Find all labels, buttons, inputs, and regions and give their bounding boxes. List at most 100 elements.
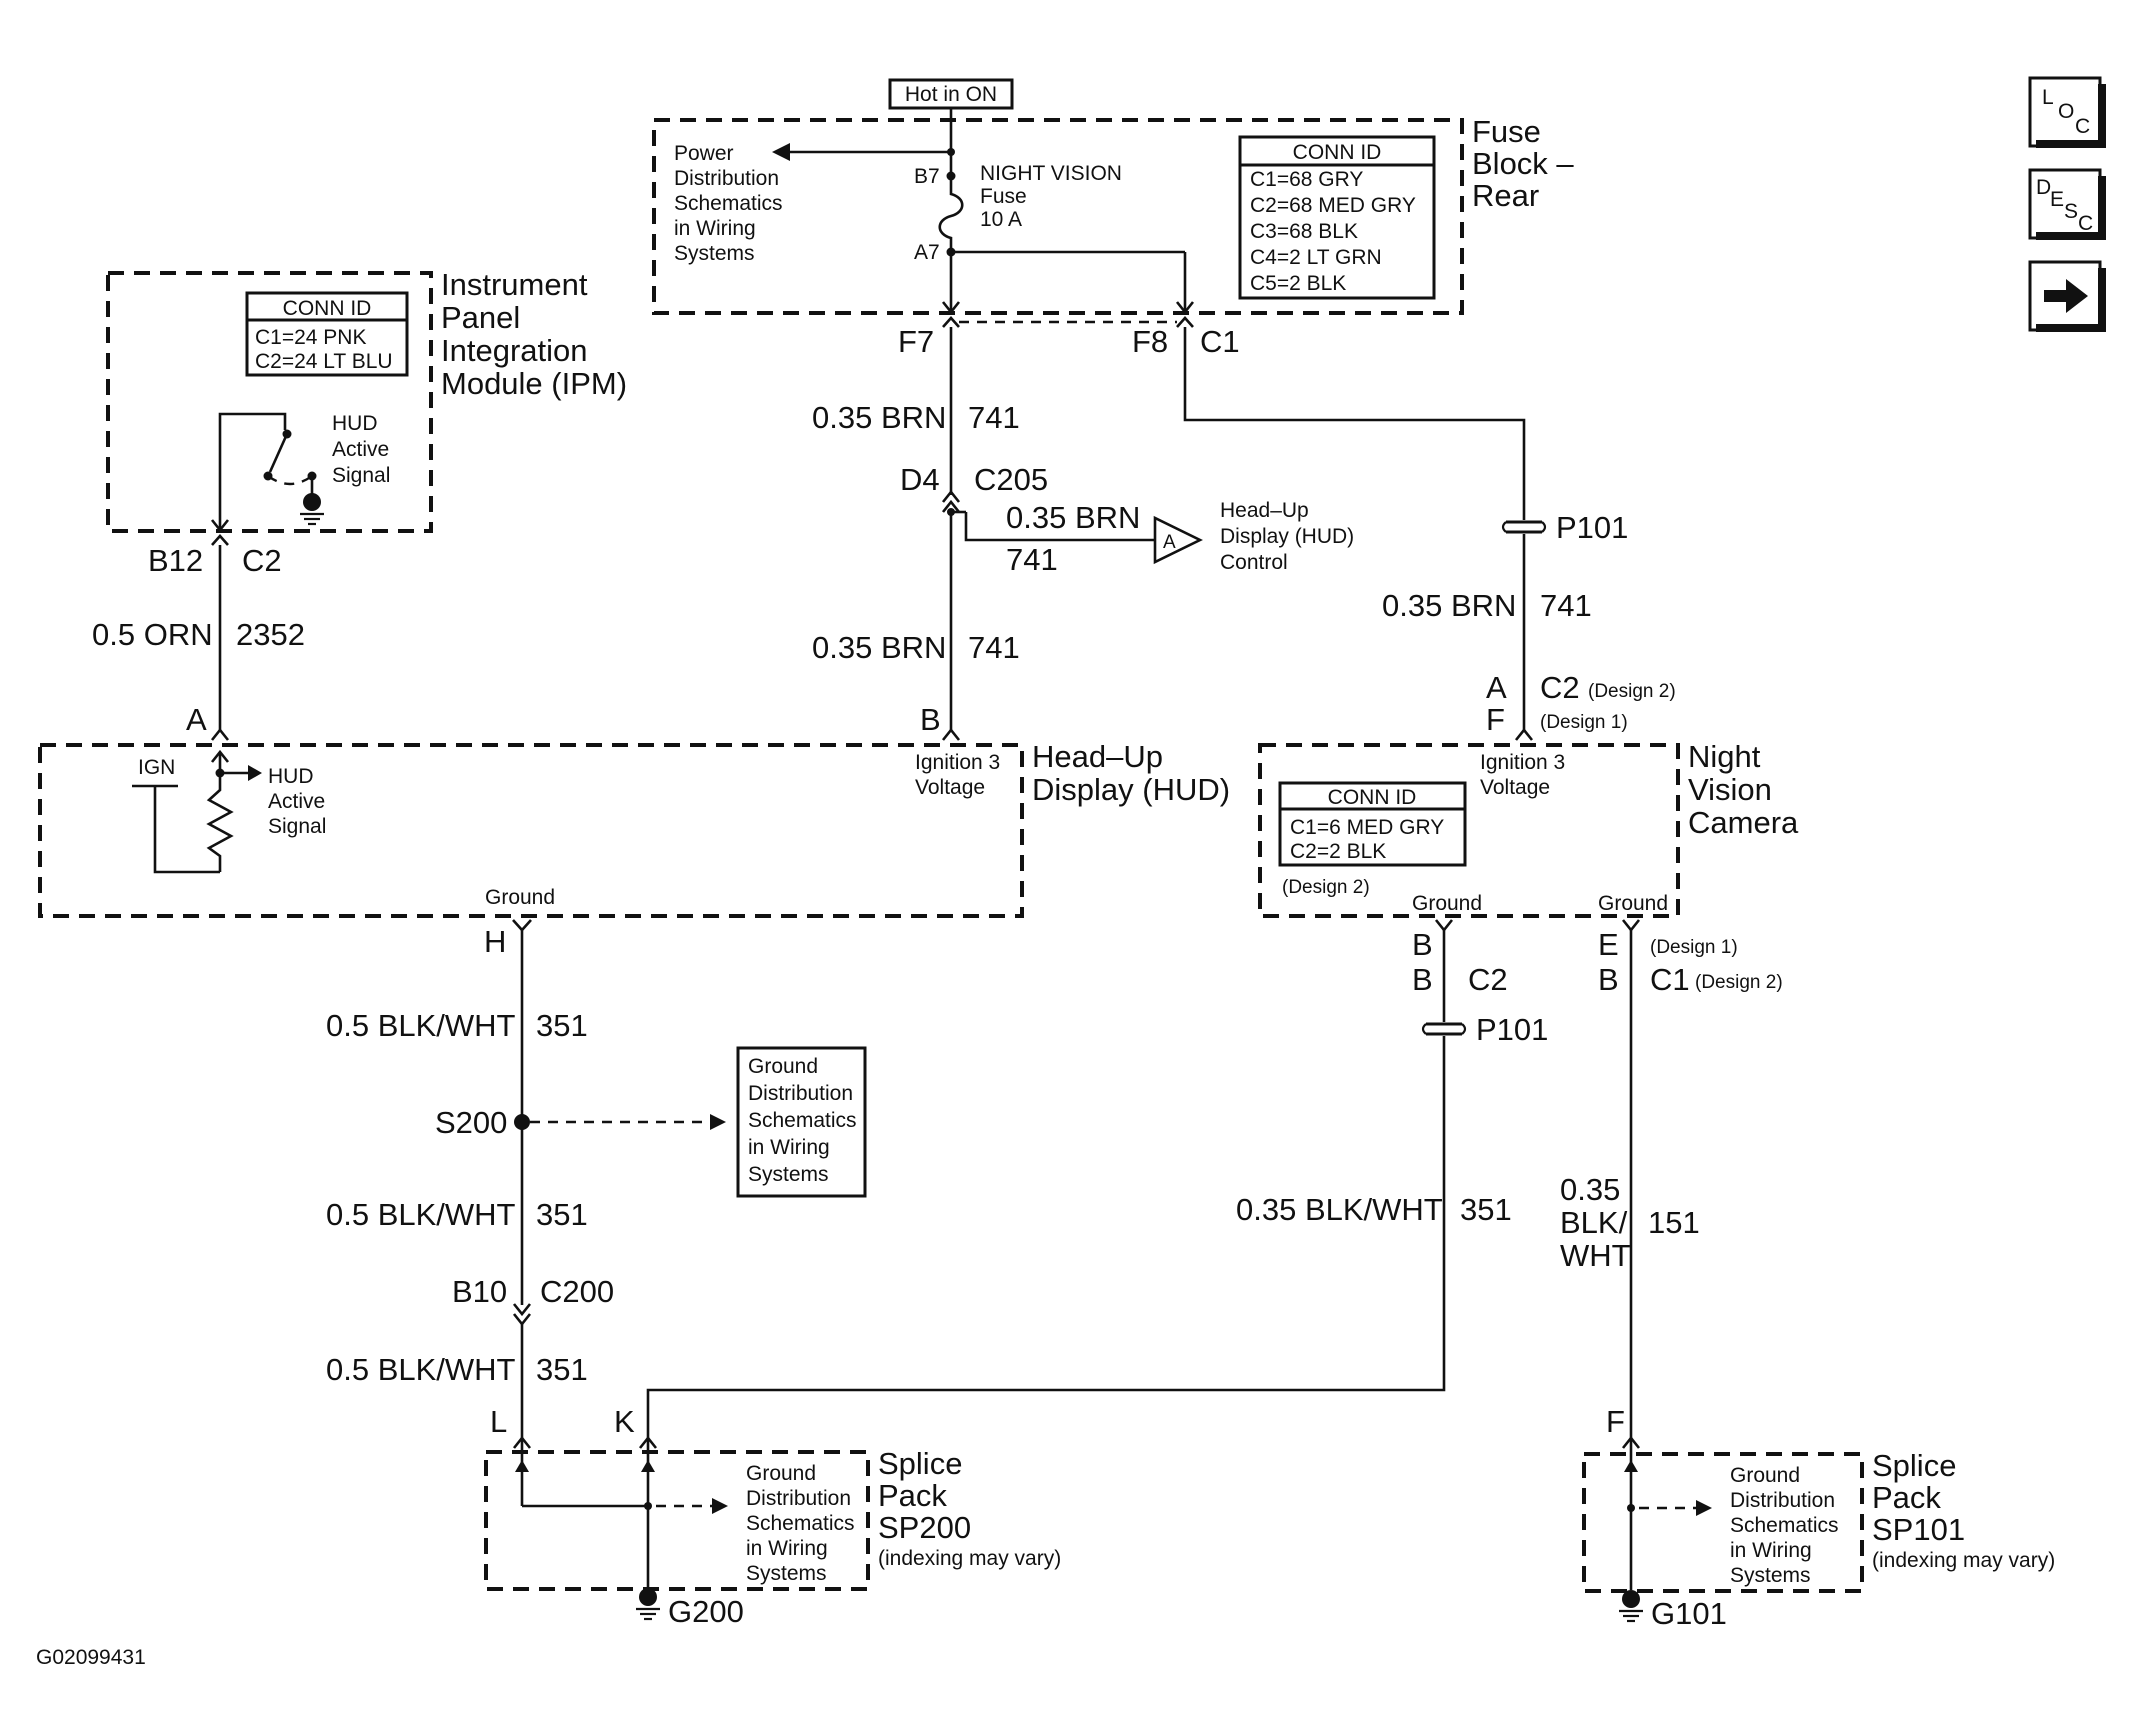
svg-text:Rear: Rear [1472,178,1539,213]
loc-button[interactable]: L O C [2028,76,2106,148]
svg-text:Head–Up: Head–Up [1220,499,1309,522]
svg-text:C5=2 BLK: C5=2 BLK [1250,272,1346,295]
svg-text:0.5 BLK/WHT: 0.5 BLK/WHT [326,1352,516,1387]
wire-741-hud-control [964,512,1155,542]
svg-text:C2: C2 [242,543,282,578]
svg-text:(indexing may vary): (indexing may vary) [1872,1549,2055,1572]
svg-text:A7: A7 [914,241,940,264]
nvc-conn-id-table: CONN ID C1=6 MED GRY C2=2 BLK [1278,781,1467,867]
svg-text:Splice: Splice [878,1446,962,1481]
ground-distribution-box: Ground Distribution Schematics in Wiring… [736,1046,867,1198]
svg-text:741: 741 [968,630,1020,665]
svg-text:Active: Active [332,438,389,461]
svg-text:Vision: Vision [1688,772,1772,807]
svg-text:C1: C1 [1650,962,1690,997]
sp200-box [484,1450,870,1591]
svg-text:B10: B10 [452,1274,507,1309]
svg-text:(Design 1): (Design 1) [1540,712,1628,733]
sp101-box [1582,1452,1864,1593]
svg-text:Distribution: Distribution [746,1487,851,1510]
svg-text:Systems: Systems [674,242,755,265]
wire-741-camera [1183,327,1526,520]
splice-s200: S200 [435,1105,726,1140]
hot-label: Hot in ON [905,83,997,106]
svg-text:741: 741 [968,400,1020,435]
svg-text:L: L [2042,86,2054,109]
svg-text:in Wiring: in Wiring [1730,1539,1812,1562]
svg-text:K: K [614,1404,635,1439]
svg-text:Panel: Panel [441,300,520,335]
svg-text:BLK/: BLK/ [1560,1205,1628,1240]
svg-text:Schematics: Schematics [674,192,783,215]
ipm-conn-id-table: CONN ID C1=24 PNK C2=24 LT BLU [245,291,409,377]
ground-icon [303,493,321,511]
svg-text:C2=2 BLK: C2=2 BLK [1290,840,1386,863]
wire-351-camera [646,1036,1446,1448]
svg-text:B7: B7 [914,165,940,188]
svg-text:A: A [1163,532,1176,553]
resistor-symbol [206,752,234,872]
svg-text:D: D [2036,176,2051,199]
connector-c205: D4 C205 [900,462,1048,513]
ground-icon-g101 [1622,1590,1640,1608]
svg-text:SP200: SP200 [878,1510,971,1545]
svg-text:C1: C1 [1200,324,1240,359]
fuse-block-rear: Hot in ON Fuse Block – Rear Power Distri… [652,78,1574,359]
svg-text:C1=68 GRY: C1=68 GRY [1250,168,1363,191]
svg-text:351: 351 [536,1352,588,1387]
next-button[interactable] [2028,260,2106,332]
hud-box [38,743,1024,918]
svg-text:IGN: IGN [138,756,175,779]
svg-text:P101: P101 [1556,510,1628,545]
hud-control-reference-triangle: A [1153,515,1203,565]
svg-text:(Design 2): (Design 2) [1695,972,1783,993]
svg-text:Night: Night [1688,739,1761,774]
svg-text:Fuse: Fuse [1472,114,1541,149]
svg-text:A: A [1486,670,1507,705]
svg-text:C2: C2 [1468,962,1508,997]
svg-text:NIGHT VISION: NIGHT VISION [980,162,1122,185]
svg-text:Ignition 3: Ignition 3 [915,751,1000,774]
svg-text:S200: S200 [435,1105,507,1140]
svg-text:Display (HUD): Display (HUD) [1220,525,1354,548]
ipm-box [106,271,433,533]
svg-text:Splice: Splice [1872,1448,1956,1483]
svg-text:(Design 2): (Design 2) [1588,681,1676,702]
svg-text:F: F [1486,702,1505,737]
svg-text:Systems: Systems [748,1163,829,1186]
svg-text:Power: Power [674,142,734,165]
svg-text:(indexing may vary): (indexing may vary) [878,1547,1061,1570]
svg-text:0.35: 0.35 [1560,1172,1620,1207]
connector-p101-upper: P101 [1501,510,1628,545]
svg-text:Integration: Integration [441,333,588,368]
svg-text:Schematics: Schematics [746,1512,855,1535]
svg-text:Voltage: Voltage [1480,776,1550,799]
svg-text:L: L [490,1404,507,1439]
svg-text:CONN ID: CONN ID [1293,141,1382,164]
svg-text:C2: C2 [1540,670,1580,705]
svg-text:E: E [2050,188,2064,211]
svg-text:0.5 ORN: 0.5 ORN [92,617,213,652]
svg-text:Distribution: Distribution [1730,1489,1835,1512]
figure-id: G02099431 [36,1646,146,1669]
svg-text:741: 741 [1540,588,1592,623]
svg-text:S: S [2064,200,2078,223]
svg-text:Camera: Camera [1688,805,1799,840]
svg-text:F8: F8 [1132,324,1168,359]
svg-text:Display (HUD): Display (HUD) [1032,772,1230,807]
svg-text:B: B [1598,962,1619,997]
connector-p101-lower: P101 [1421,1012,1548,1047]
desc-button[interactable]: D E S C [2028,168,2106,240]
svg-text:Ground: Ground [1730,1464,1800,1487]
svg-text:Fuse: Fuse [980,185,1027,208]
svg-text:0.35 BRN: 0.35 BRN [812,630,946,665]
svg-text:B: B [1412,962,1433,997]
instrument-panel-integration-module: Instrument Panel Integration Module (IPM… [106,267,627,578]
svg-text:Systems: Systems [1730,1564,1811,1587]
fuse-conn-id-table: CONN ID C1=68 GRY C2=68 MED GRY C3=68 BL… [1238,135,1436,300]
svg-text:351: 351 [536,1197,588,1232]
svg-text:(Design 1): (Design 1) [1650,937,1738,958]
svg-text:741: 741 [1006,542,1058,577]
svg-text:0.35 BLK/WHT: 0.35 BLK/WHT [1236,1192,1443,1227]
svg-text:H: H [484,924,506,959]
